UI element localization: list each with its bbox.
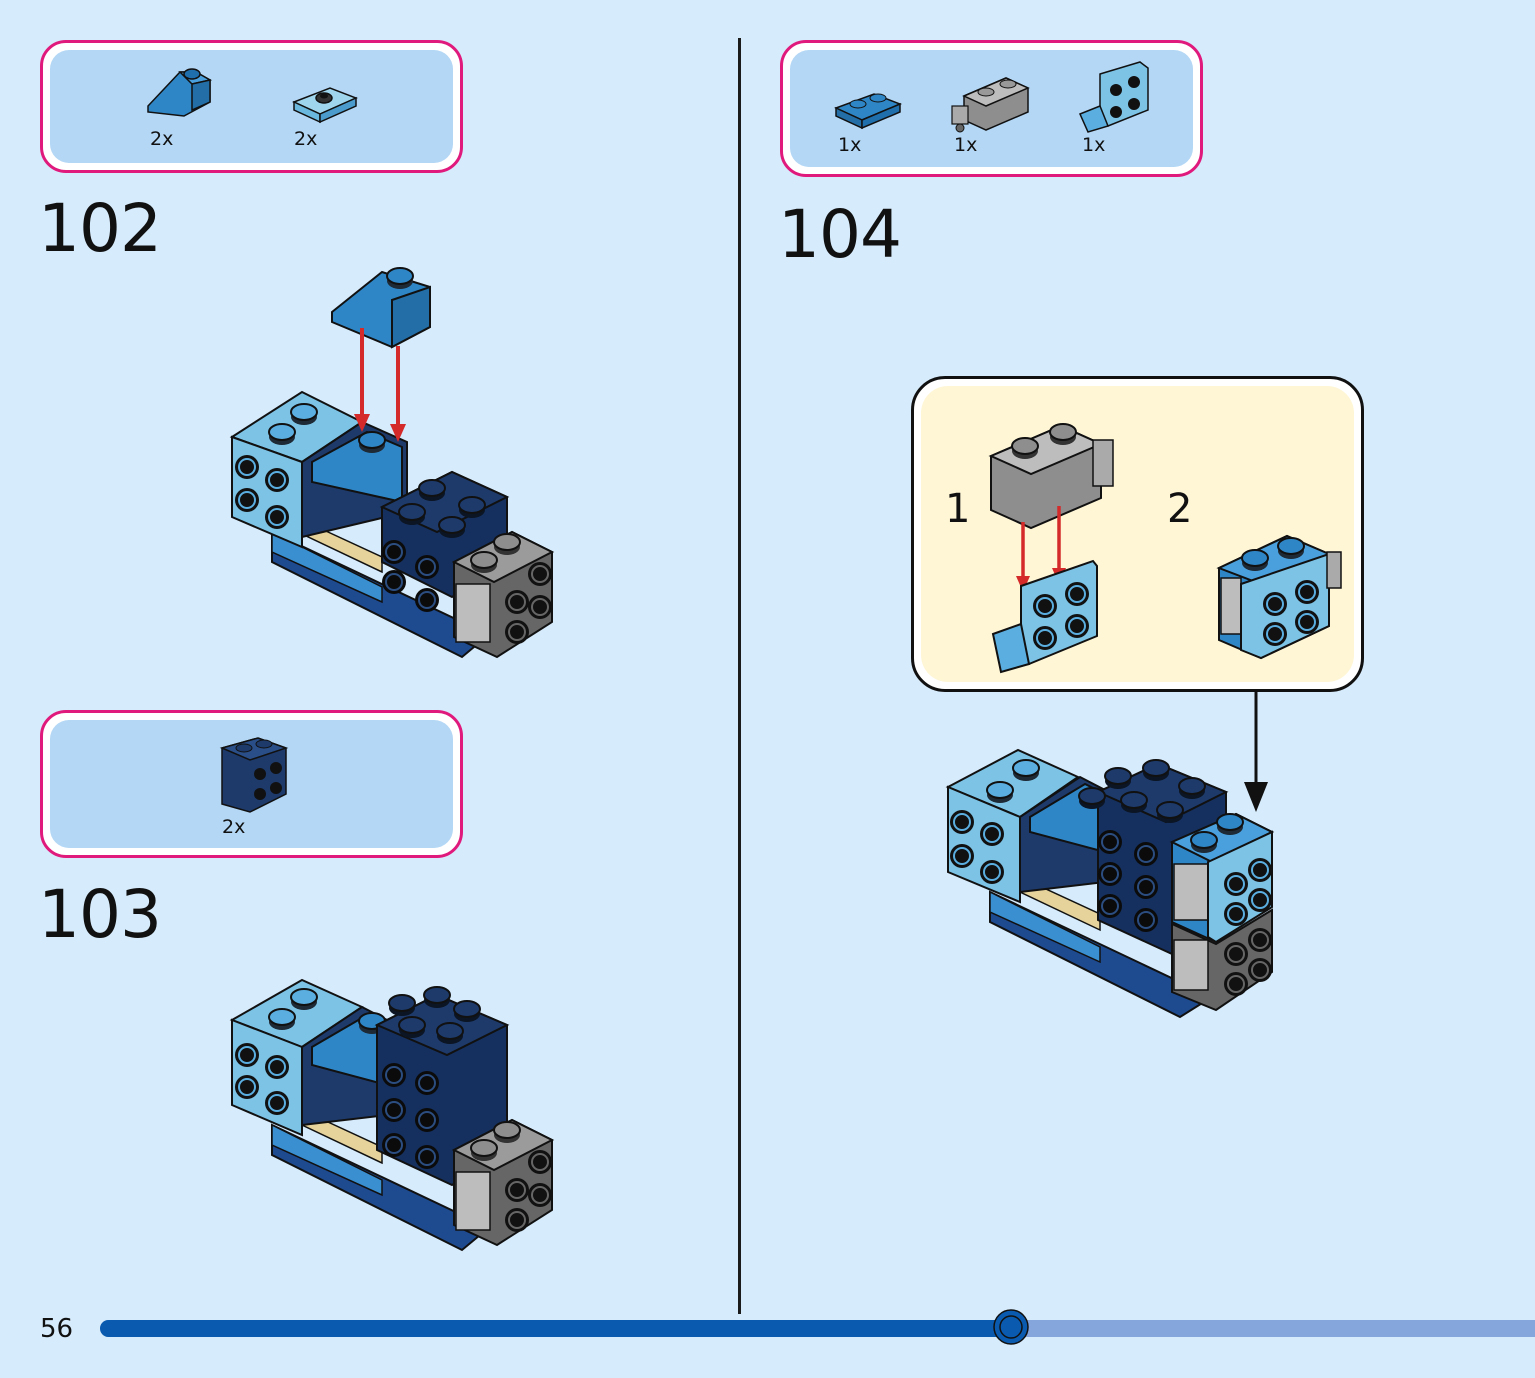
part-qty: 2x [294, 128, 318, 150]
substep-number-1: 1 [945, 486, 971, 532]
parts-list-104: 1x 1x 1x [780, 40, 1203, 177]
page-divider [738, 38, 741, 1314]
subassembly-panel: 1 2 [921, 386, 1354, 682]
parts-list-102-panel: 2x 2x [50, 50, 453, 163]
part-qty: 2x [150, 128, 174, 150]
part-bracket-brick-icon [219, 737, 289, 813]
step-number-102: 102 [38, 190, 162, 267]
substep-number-2: 2 [1167, 486, 1193, 532]
progress-knob-icon [993, 1309, 1029, 1345]
step-number-103: 103 [38, 876, 162, 953]
substep-2-illustration [1216, 534, 1342, 660]
page-number: 56 [40, 1314, 74, 1344]
part-qty: 1x [838, 134, 862, 156]
parts-list-103-panel: 2x [50, 720, 453, 848]
part-slope-brick-icon [147, 68, 213, 117]
part-qty: 2x [222, 816, 246, 838]
model-step-104 [945, 692, 1275, 1019]
parts-list-104-panel: 1x 1x 1x [790, 50, 1193, 167]
part-qty: 1x [954, 134, 978, 156]
part-bracket-icon [1078, 61, 1149, 133]
substep-1-illustration [988, 423, 1114, 674]
part-hinge-brick-icon [951, 77, 1030, 133]
model-step-103 [229, 978, 555, 1252]
progress-bar [100, 1309, 1535, 1345]
progress-fill [100, 1320, 1011, 1337]
step-number-104: 104 [778, 196, 902, 273]
model-step-102 [229, 267, 555, 659]
subassembly-callout: 1 2 [911, 376, 1364, 692]
parts-list-103: 2x [40, 710, 463, 858]
part-jumper-plate-icon [292, 87, 358, 124]
parts-list-102: 2x 2x [40, 40, 463, 173]
part-plate-icon [834, 93, 903, 130]
part-qty: 1x [1082, 134, 1106, 156]
